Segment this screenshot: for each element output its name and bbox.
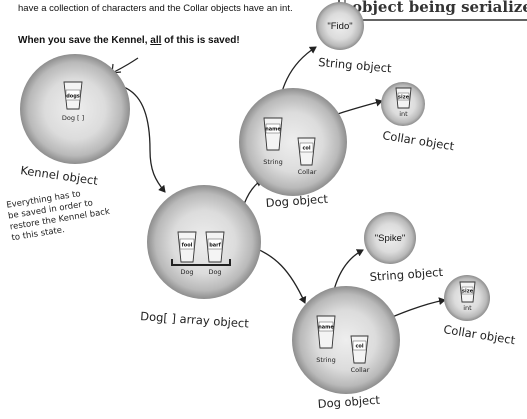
dog-array-label: Dog[ ] array object xyxy=(140,309,250,331)
string-object-1: "Fido" String object xyxy=(316,2,393,75)
callout-box: object being serialized. xyxy=(338,0,527,21)
array-cell-barf-name: barf xyxy=(209,243,221,249)
dog2-col-cup: col xyxy=(350,335,369,364)
array-cell-fool-name: fool xyxy=(182,243,193,249)
array-cell-barf-type: Dog xyxy=(208,268,221,276)
dog2-col-type: Collar xyxy=(351,366,370,374)
dog2-name-cup: name xyxy=(316,315,336,349)
dog2-label: Dog object xyxy=(317,393,381,411)
save-line-pointer xyxy=(113,57,139,73)
save-line: When you save the Kennel, all of this is… xyxy=(18,35,240,46)
dog2-name-var: name xyxy=(318,325,334,331)
dog-array-object: fool Dog barf Dog Dog[ ] array object xyxy=(140,185,261,331)
save-line-all: all xyxy=(150,35,161,46)
collar1-type: int xyxy=(399,110,408,118)
dog1-col-var: col xyxy=(302,146,310,152)
collar1-label: Collar object xyxy=(382,128,456,153)
collar1-var: size xyxy=(398,95,410,101)
collar-object-1: size int Collar object xyxy=(381,82,456,153)
collar2-var: size xyxy=(462,289,474,295)
string-object-2: "Spike" String object xyxy=(364,212,444,284)
array-cell-barf: barf Dog xyxy=(205,231,225,276)
dog-object-2: name String col Collar Dog object xyxy=(292,286,400,411)
array-bracket xyxy=(171,259,231,266)
kennel-dogs-cup: dogs xyxy=(63,81,83,110)
kennel-label: Kennel object xyxy=(20,163,100,188)
string1-value: "Fido" xyxy=(327,21,352,32)
collar2-size-cup: size xyxy=(459,281,476,303)
save-line-before: When you save the Kennel, xyxy=(18,35,150,46)
collar2-label: Collar object xyxy=(443,322,517,347)
collar2-type: int xyxy=(463,304,472,312)
dog-object-1: name String col Collar Dog object xyxy=(239,88,347,210)
callout-text: object being serialized. xyxy=(352,0,527,16)
dog2-col-var: col xyxy=(355,344,363,350)
dog1-name-cup: name xyxy=(263,117,283,151)
collar1-size-cup: size xyxy=(395,87,412,109)
collar-object-2: size int Collar object xyxy=(443,275,517,347)
array-cell-fool-type: Dog xyxy=(180,268,193,276)
kennel-var-type: Dog [ ] xyxy=(62,114,84,122)
kennel-var-name: dogs xyxy=(66,94,80,100)
kennel-object: dogs Dog [ ] Kennel object xyxy=(20,54,130,188)
dog1-col-type: Collar xyxy=(298,168,317,176)
array-cell-fool: fool Dog xyxy=(177,231,197,276)
side-note: Everything has to be saved in order to r… xyxy=(6,189,111,243)
string1-label: String object xyxy=(318,55,393,75)
string2-label: String object xyxy=(369,265,444,284)
intro-line: have a collection of characters and the … xyxy=(18,3,293,14)
dog1-col-cup: col xyxy=(297,137,316,166)
dog1-label: Dog object xyxy=(265,192,329,210)
save-line-after: of this is saved! xyxy=(161,35,239,46)
dog1-name-type: String xyxy=(263,158,282,166)
dog1-name-var: name xyxy=(265,127,281,133)
string2-value: "Spike" xyxy=(375,233,406,244)
dog2-name-type: String xyxy=(316,356,335,364)
